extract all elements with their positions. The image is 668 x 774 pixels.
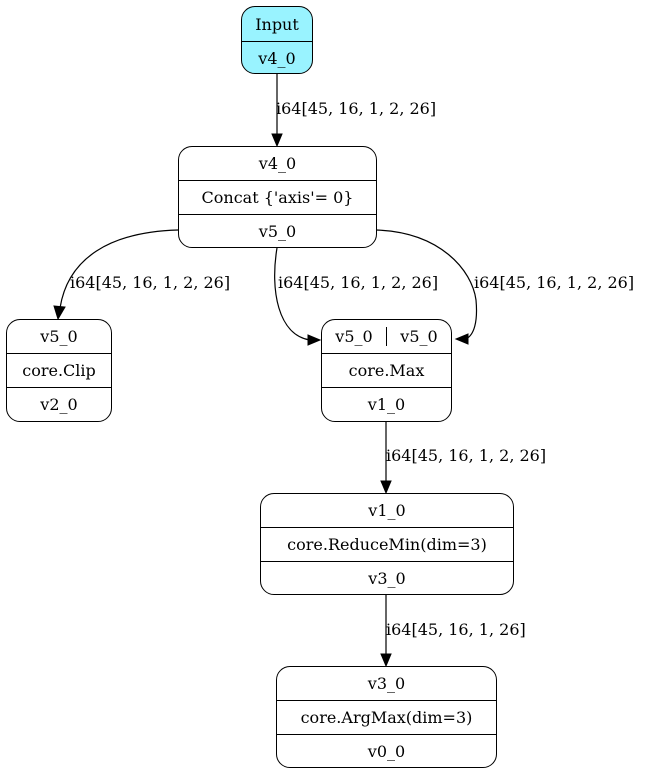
- edge-label-concat-to-max-b: i64[45, 16, 1, 2, 26]: [474, 273, 635, 292]
- node-input-port: v5_0: [40, 327, 78, 346]
- arrowhead: [380, 480, 392, 495]
- node-output-port: v4_0: [242, 41, 312, 73]
- edge-concat-to-clip: [59, 229, 179, 309]
- node-input-port: v1_0: [368, 501, 406, 520]
- node-clip[interactable]: v5_0 core.Clip v2_0: [6, 319, 112, 422]
- edge-label-input-to-concat: i64[45, 16, 1, 2, 26]: [276, 99, 437, 118]
- edge-label-concat-to-clip: i64[45, 16, 1, 2, 26]: [70, 273, 231, 292]
- edge-concat-to-max-a: [274, 247, 311, 341]
- node-input-port: v4_0: [258, 154, 297, 173]
- node-output-port: v0_0: [277, 734, 496, 767]
- edge-label-max-to-reducemin: i64[45, 16, 1, 2, 26]: [386, 446, 547, 465]
- node-input-port-b: v5_0: [386, 327, 451, 346]
- node-operation: core.Clip: [7, 353, 111, 387]
- node-reducemin[interactable]: v1_0 core.ReduceMin(dim=3) v3_0: [260, 493, 514, 595]
- edge-label-concat-to-max-a: i64[45, 16, 1, 2, 26]: [278, 273, 439, 292]
- node-input[interactable]: Input v4_0: [241, 6, 313, 74]
- node-input-port: v3_0: [367, 674, 406, 693]
- node-output-port: v2_0: [7, 387, 111, 421]
- arrowhead: [271, 133, 283, 148]
- node-input-ports: v5_0 v5_0: [322, 320, 451, 353]
- node-max[interactable]: v5_0 v5_0 core.Max v1_0: [321, 319, 452, 422]
- node-output-port: v3_0: [261, 561, 513, 594]
- arrowhead: [53, 305, 66, 321]
- node-output-port: v1_0: [322, 387, 451, 421]
- edge-label-reducemin-to-argmax: i64[45, 16, 1, 26]: [386, 620, 526, 639]
- node-title: Input: [255, 14, 299, 34]
- edge-concat-to-max-b: [375, 229, 478, 340]
- node-output-port: v5_0: [179, 214, 376, 247]
- node-operation: core.ReduceMin(dim=3): [261, 527, 513, 561]
- node-operation: Concat {'axis'= 0}: [179, 180, 376, 214]
- node-operation: core.Max: [322, 353, 451, 387]
- arrowhead: [380, 653, 392, 668]
- arrowhead: [307, 334, 322, 346]
- node-argmax[interactable]: v3_0 core.ArgMax(dim=3) v0_0: [276, 666, 497, 768]
- node-operation: core.ArgMax(dim=3): [277, 700, 496, 734]
- arrowhead: [454, 333, 469, 345]
- node-concat[interactable]: v4_0 Concat {'axis'= 0} v5_0: [178, 146, 377, 248]
- node-input-port-a: v5_0: [335, 327, 373, 346]
